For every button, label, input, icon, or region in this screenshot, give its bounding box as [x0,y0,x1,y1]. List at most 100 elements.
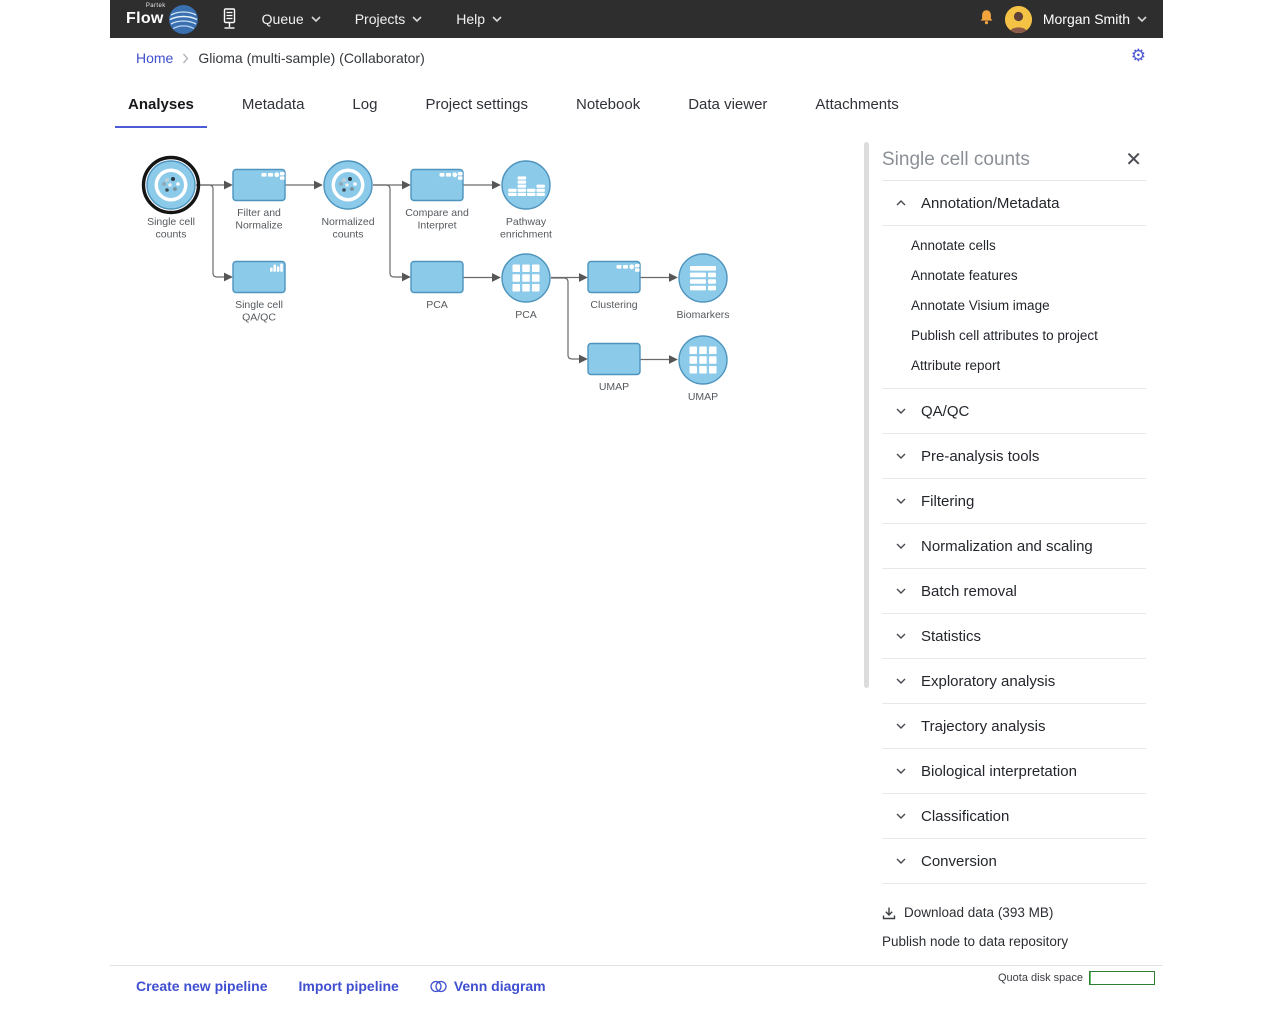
queue-menu[interactable]: Queue [262,11,321,27]
breadcrumb-home-link[interactable]: Home [136,50,174,66]
footer-links: Create new pipeline Import pipeline Venn d… [136,978,546,994]
quota-progress-bar [1089,971,1155,985]
section-exploratory-analysis[interactable]: Exploratory analysis [882,659,1146,704]
pipeline-node-biomarkers[interactable]: Biomarkers [676,253,730,321]
item-annotate-visium-image[interactable]: Annotate Visium image [911,297,1050,313]
pipeline-node-clustering[interactable]: Clustering [587,260,641,312]
section-label: Biological interpretation [921,762,1077,780]
node-label: PCA [426,299,448,311]
chevron-down-icon [896,543,906,549]
section-trajectory-analysis[interactable]: Trajectory analysis [882,704,1146,749]
close-icon[interactable]: ✕ [1121,150,1146,170]
project-settings-gear-icon[interactable]: ⚙ [1130,46,1146,65]
user-menu[interactable]: Morgan Smith [1043,11,1147,27]
chevron-down-icon [896,633,906,639]
section-label: Batch removal [921,582,1017,600]
chevron-up-icon [896,200,906,206]
item-publish-cell-attributes-to-project[interactable]: Publish cell attributes to project [911,327,1098,343]
tab-project-settings[interactable]: Project settings [425,96,528,113]
node-label: Single cell [235,299,283,311]
section-conversion[interactable]: Conversion [882,839,1146,884]
tab-data-viewer[interactable]: Data viewer [688,96,768,113]
vertical-scrollbar[interactable] [864,142,869,688]
pipeline-node-umap-task[interactable]: UMAP [587,342,641,394]
help-menu[interactable]: Help [456,11,502,27]
partek-flow-logo[interactable]: Partek Flow [126,3,199,35]
section-batch-removal[interactable]: Batch removal [882,569,1146,614]
section-biological-interpretation[interactable]: Biological interpretation [882,749,1146,794]
section-label: Trajectory analysis [921,717,1046,735]
node-label: Single cell [147,216,195,228]
item-annotate-cells[interactable]: Annotate cells [911,237,996,253]
venn-diagram-link[interactable]: Venn diagram [430,978,546,994]
item-annotate-features[interactable]: Annotate features [911,267,1018,283]
section-label: Statistics [921,627,982,645]
download-data-link[interactable]: Download data (393 MB) [882,898,1146,927]
user-avatar[interactable] [1004,5,1032,33]
chevron-down-icon [896,723,906,729]
section-label: Normalization and scaling [921,537,1093,555]
project-tabs: Analyses Metadata Log Project settings Noteb… [115,94,934,128]
section-qa-qc[interactable]: QA/QC [882,389,1146,434]
footer-link-label: Create new pipeline [136,978,268,994]
panel-actions: Download data (393 MB) Publish node to d… [882,884,1146,956]
pipeline-node-pca-data[interactable]: PCA [501,253,551,321]
pipeline-node-pca-task[interactable]: PCA [410,260,464,312]
section-label: Classification [921,807,1010,825]
section-annotation-metadata[interactable]: Annotation/Metadata [882,181,1146,226]
venn-diagram-icon [430,980,447,992]
tab-log[interactable]: Log [352,96,378,113]
section-label: Conversion [921,852,997,870]
publish-node-link[interactable]: Publish node to data repository [882,927,1146,956]
chevron-down-icon [896,768,906,774]
brand-partek-label: Partek [145,3,166,9]
section-classification[interactable]: Classification [882,794,1146,839]
breadcrumb-current: Glioma (multi-sample) (Collaborator) [198,50,425,66]
notifications-bell-icon[interactable] [979,9,994,30]
quota-progress-fill [1090,972,1092,984]
tab-analyses[interactable]: Analyses [115,94,207,128]
node-label: Biomarkers [676,309,729,321]
pipeline-edge-pca-data-to-umap-task [551,277,588,364]
footer-link-label: Import pipeline [298,978,399,994]
server-queue-icon[interactable] [221,7,238,31]
chevron-down-icon [492,16,502,22]
item-attribute-report[interactable]: Attribute report [911,357,1001,373]
help-menu-label: Help [456,11,486,27]
section-statistics[interactable]: Statistics [882,614,1146,659]
tab-attachments[interactable]: Attachments [815,96,899,113]
quota-label: Quota disk space [998,972,1083,984]
section-pre-analysis-tools[interactable]: Pre-analysis tools [882,434,1146,479]
chevron-down-icon [311,16,321,22]
node-label: Clustering [590,299,637,311]
pipeline-node-umap-data[interactable]: UMAP [678,335,728,403]
node-label: UMAP [599,381,629,393]
projects-menu[interactable]: Projects [355,11,423,27]
create-new-pipeline-link[interactable]: Create new pipeline [136,978,267,994]
section-filtering[interactable]: Filtering [882,479,1146,524]
tab-notebook[interactable]: Notebook [576,96,641,113]
import-pipeline-link[interactable]: Import pipeline [298,978,398,994]
section-label: Annotation/Metadata [921,194,1060,212]
section-label: Pre-analysis tools [921,447,1040,465]
selected-ring [141,155,201,215]
section-normalization-and-scaling[interactable]: Normalization and scaling [882,524,1146,569]
node-label: enrichment [500,229,552,241]
chevron-down-icon [896,588,906,594]
brand-text: Partek Flow [126,3,165,28]
node-label: counts [333,229,364,241]
app-window: Partek Flow Queue [110,0,1163,1024]
breadcrumb: Home Glioma (multi-sample) (Collaborator… [136,50,425,66]
flow-globe-icon [168,4,198,34]
tab-metadata[interactable]: Metadata [241,96,305,113]
section-label: Exploratory analysis [921,672,1056,690]
pipeline-edges [196,180,678,364]
